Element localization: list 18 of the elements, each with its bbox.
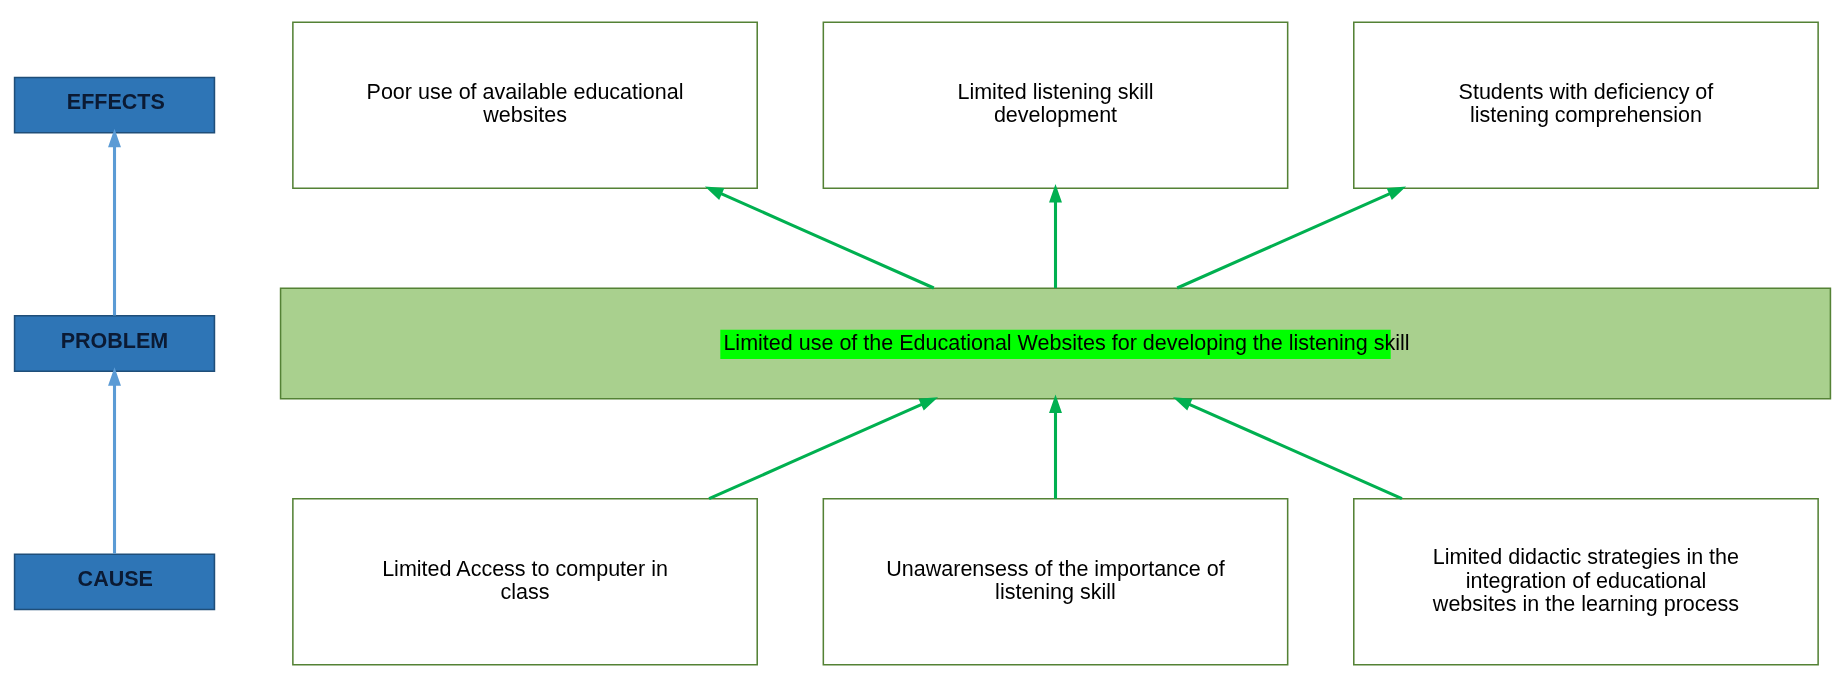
node-box: Limited Access to computer in class: [292, 498, 758, 666]
node-box: Poor use of available educational websites: [292, 21, 758, 189]
node-box: Limited listening skill development: [822, 21, 1289, 189]
arrow: [1049, 183, 1062, 288]
node-box: PROBLEM: [13, 315, 216, 372]
node-box: CAUSE: [13, 553, 216, 611]
node-box: Students with deficiency of listening comprehension: [1353, 21, 1819, 189]
arrow: [708, 397, 939, 501]
node-box: Limited use of the Educational Websites for developing the listening skill: [279, 287, 1832, 400]
node-box: Limited didactic strategies in the integration of educational websites in the learning process: [1353, 498, 1819, 666]
arrow: [108, 128, 121, 316]
arrow: [108, 367, 121, 554]
arrow: [704, 186, 935, 290]
node-box: EFFECTS: [13, 76, 216, 134]
node-box: Unawarensess of the importance of listening skill: [822, 498, 1289, 666]
arrow: [1049, 394, 1062, 499]
arrow: [1172, 397, 1403, 501]
arrow: [1176, 186, 1407, 290]
